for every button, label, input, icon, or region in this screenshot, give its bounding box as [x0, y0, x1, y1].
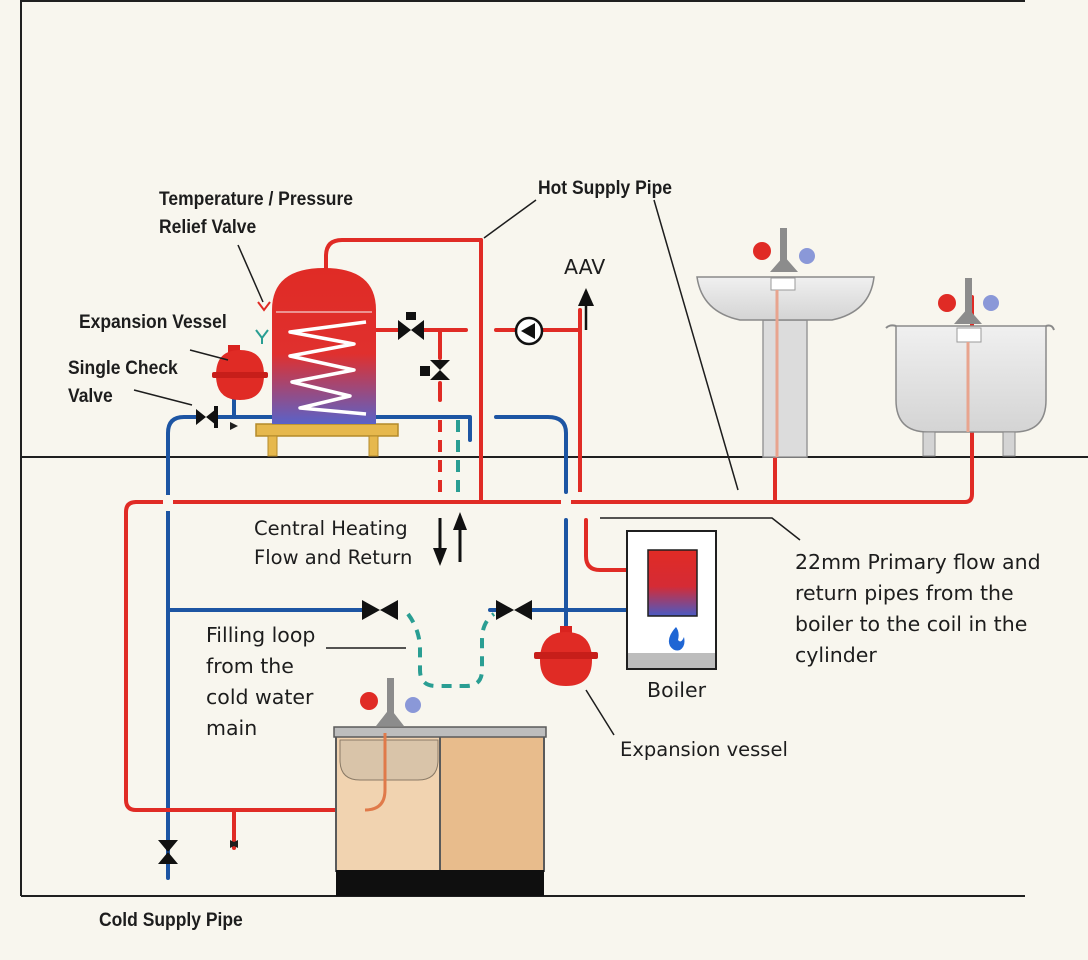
- boiler: [626, 530, 717, 670]
- label-aav: AAV: [564, 255, 606, 279]
- arrow-up-icon: [453, 512, 467, 562]
- label-hot-supply-pipe: Hot Supply Pipe: [538, 178, 673, 199]
- gate-valve-icon: [420, 360, 450, 380]
- single-check-valve: [196, 406, 218, 428]
- hot-water-cylinder: [255, 268, 399, 457]
- tap-icon: [753, 228, 815, 272]
- label-expansion-vessel-top: Expansion Vessel: [79, 312, 227, 333]
- kitchen-sink-unit: [333, 678, 547, 896]
- expansion-vessel-top: [212, 345, 268, 430]
- label-tp-relief-valve: Temperature / Pressure Relief Valve: [159, 189, 353, 238]
- wash-basin: [696, 228, 875, 458]
- tap-icon: [360, 678, 421, 726]
- dashed-pipes: [438, 420, 582, 492]
- arrow-up-icon: [578, 288, 594, 330]
- crossing-gaps: [163, 495, 571, 511]
- gate-valve-icon: [496, 600, 532, 620]
- flame-icon: [668, 627, 685, 651]
- gate-valve-icon: [362, 600, 398, 620]
- heating-coil: [288, 320, 367, 416]
- relief-valve: [255, 301, 271, 344]
- label-cold-supply-pipe: Cold Supply Pipe: [99, 910, 243, 931]
- pump-icon: [514, 316, 544, 346]
- filling-loop-hose: [406, 612, 496, 688]
- label-single-check-valve: Single Check Valve: [68, 358, 178, 407]
- hot-pipes: [124, 238, 974, 850]
- gate-valve-icon: [158, 840, 178, 864]
- label-central-heating: Central Heating Flow and Return: [254, 517, 413, 569]
- tap-icon: [938, 278, 999, 324]
- expansion-vessel-bottom: [534, 626, 598, 686]
- label-primary-pipes: 22mm Primary flow and return pipes from …: [795, 550, 1041, 667]
- arrow-down-icon: [433, 518, 447, 566]
- label-filling-loop: Filling loop from the cold water main: [206, 623, 316, 740]
- bathtub: [885, 278, 1055, 457]
- gate-valve-icon: [398, 312, 424, 340]
- drain-valve: [230, 840, 238, 848]
- leader-lines: [133, 199, 801, 736]
- label-boiler: Boiler: [647, 678, 707, 702]
- label-expansion-vessel-bottom: Expansion vessel: [620, 738, 788, 761]
